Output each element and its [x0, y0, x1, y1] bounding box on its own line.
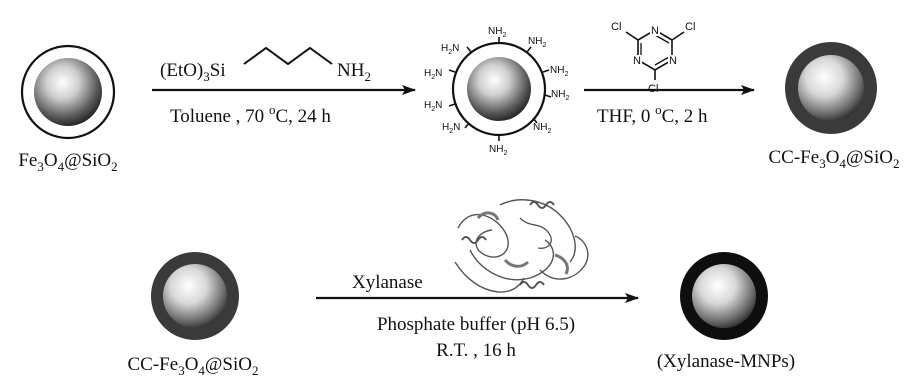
- amine-group-bl: H2N: [442, 122, 460, 135]
- propyl-chain: [243, 46, 333, 66]
- amine-group-l2: H2N: [424, 100, 442, 113]
- amine-group-tr: NH2: [528, 36, 546, 49]
- cc-fe3o4-sio2-label: CC-Fe3O4@SiO2: [769, 147, 900, 171]
- amine-group-br: NH2: [533, 122, 551, 135]
- amine-group-l1: H2N: [424, 68, 442, 81]
- cc-fe3o4-sio2-particle: [785, 42, 877, 134]
- xylanase-reagent-label: Xylanase: [352, 272, 423, 293]
- cyanuric-chloride-structure: N N N Cl Cl Cl: [611, 21, 695, 95]
- step3-conditions-line2: R.T. , 16 h: [436, 340, 516, 361]
- xylanase-mnps-particle: [680, 252, 768, 340]
- amine-group-top: NH2: [488, 26, 506, 39]
- xylanase-mnps-label: (Xylanase-MNPs): [657, 351, 795, 372]
- svg-text:N: N: [669, 55, 677, 67]
- amine-group-tl: H2N: [441, 43, 459, 56]
- step2-conditions: THF, 0 oC, 2 h: [597, 102, 708, 127]
- svg-text:Cl: Cl: [611, 21, 621, 33]
- step3-conditions-line1: Phosphate buffer (pH 6.5): [377, 314, 575, 335]
- cc-fe3o4-sio2-label-2: CC-Fe3O4@SiO2: [128, 354, 259, 377]
- amine-group-bottom: NH2: [489, 144, 507, 157]
- amine-group-r2: NH2: [551, 89, 569, 102]
- fe3o4-sio2-particle: [20, 44, 116, 140]
- svg-text:Cl: Cl: [685, 21, 695, 33]
- svg-text:(EtO)3Si: (EtO)3Si: [160, 60, 226, 84]
- step1-conditions: Toluene , 70 oC, 24 h: [170, 102, 331, 127]
- amine-group-r1: NH2: [550, 65, 568, 78]
- svg-text:N: N: [651, 25, 659, 37]
- fe3o4-sio2-label: Fe3O4@SiO2: [18, 150, 117, 174]
- cc-fe3o4-sio2-particle-2: [151, 252, 239, 340]
- aptes-reagent: (EtO)3Si NH2: [160, 46, 371, 84]
- amine-functionalized-particle: NH2 NH2 NH2 NH2 NH2 NH2 H2N H2N H2N H2N: [424, 26, 569, 157]
- svg-text:N: N: [633, 55, 641, 67]
- svg-text:NH2: NH2: [337, 60, 371, 84]
- xylanase-protein-structure: [454, 199, 589, 293]
